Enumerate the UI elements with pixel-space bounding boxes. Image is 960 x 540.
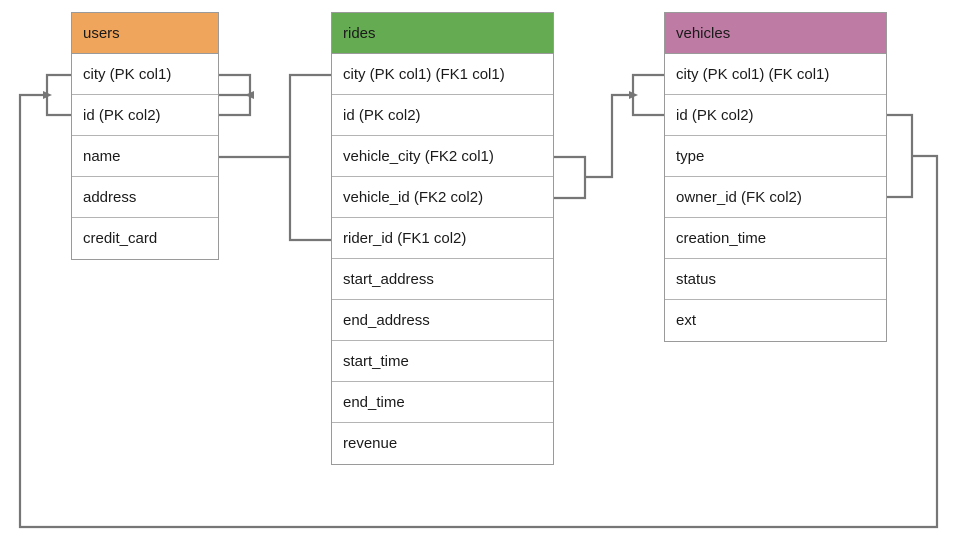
field-rides-end-address[interactable]: end_address — [332, 300, 553, 341]
entity-vehicles-header: vehicles — [665, 13, 886, 54]
field-rides-start-address[interactable]: start_address — [332, 259, 553, 300]
field-users-name[interactable]: name — [72, 136, 218, 177]
field-vehicles-id[interactable]: id (PK col2) — [665, 95, 886, 136]
field-users-credit-card[interactable]: credit_card — [72, 218, 218, 259]
field-rides-vehicle-id[interactable]: vehicle_id (FK2 col2) — [332, 177, 553, 218]
field-vehicles-status[interactable]: status — [665, 259, 886, 300]
field-users-address[interactable]: address — [72, 177, 218, 218]
field-vehicles-owner-id[interactable]: owner_id (FK col2) — [665, 177, 886, 218]
field-vehicles-creation-time[interactable]: creation_time — [665, 218, 886, 259]
field-rides-start-time[interactable]: start_time — [332, 341, 553, 382]
entity-users-header: users — [72, 13, 218, 54]
entity-rides[interactable]: rides city (PK col1) (FK1 col1) id (PK c… — [331, 12, 554, 465]
field-vehicles-ext[interactable]: ext — [665, 300, 886, 341]
field-rides-rider-id[interactable]: rider_id (FK1 col2) — [332, 218, 553, 259]
connector-rides-vehicle-to-vehicles — [554, 73, 664, 200]
entity-vehicles[interactable]: vehicles city (PK col1) (FK col1) id (PK… — [664, 12, 887, 342]
field-users-id[interactable]: id (PK col2) — [72, 95, 218, 136]
field-vehicles-city[interactable]: city (PK col1) (FK col1) — [665, 54, 886, 95]
field-rides-vehicle-city[interactable]: vehicle_city (FK2 col1) — [332, 136, 553, 177]
field-rides-city[interactable]: city (PK col1) (FK1 col1) — [332, 54, 553, 95]
field-vehicles-type[interactable]: type — [665, 136, 886, 177]
field-rides-end-time[interactable]: end_time — [332, 382, 553, 423]
entity-rides-header: rides — [332, 13, 553, 54]
field-rides-id[interactable]: id (PK col2) — [332, 95, 553, 136]
connector-rides-rider-to-users — [205, 73, 331, 242]
field-users-city[interactable]: city (PK col1) — [72, 54, 218, 95]
entity-users[interactable]: users city (PK col1) id (PK col2) name a… — [71, 12, 219, 260]
field-rides-revenue[interactable]: revenue — [332, 423, 553, 464]
